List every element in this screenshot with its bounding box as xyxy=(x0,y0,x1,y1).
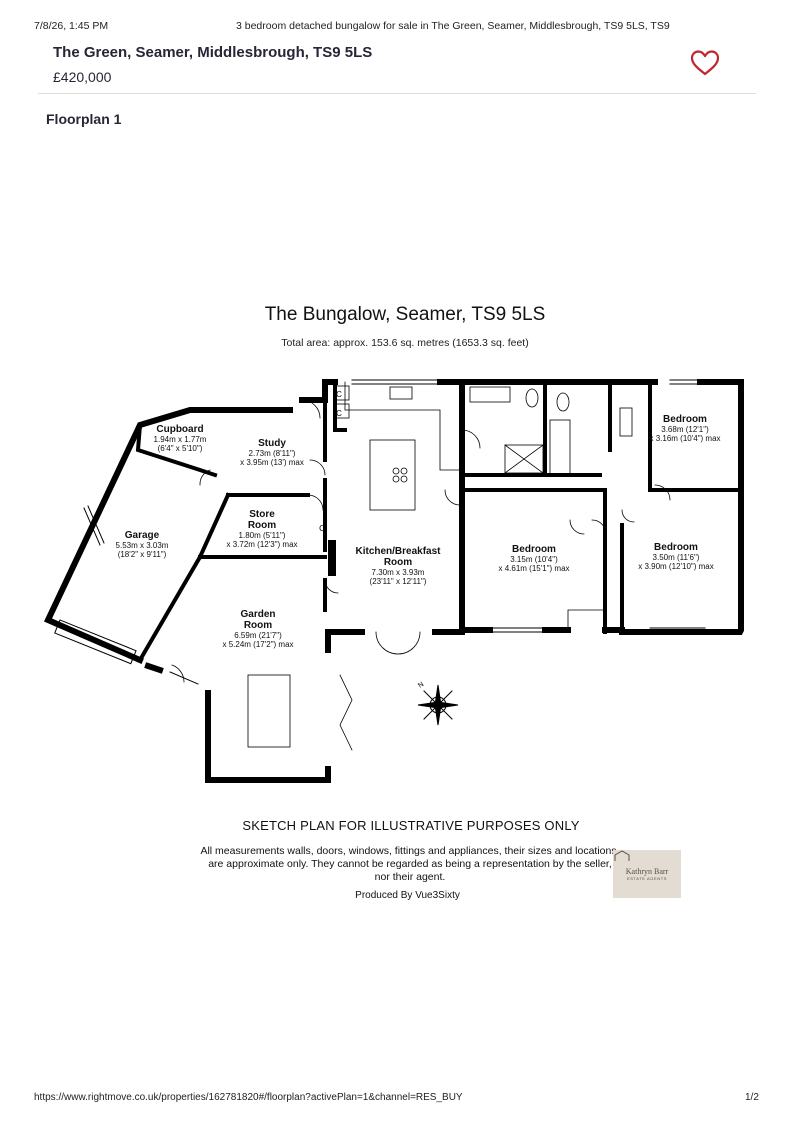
room-store: Store Room 1.80m (5'11") x 3.72m (12'3")… xyxy=(226,509,298,549)
room-cupboard: Cupboard 1.94m x 1.77m (6'4" x 5'10") xyxy=(153,424,207,453)
compass-letter: N xyxy=(417,681,425,690)
footer-page-number: 1/2 xyxy=(745,1092,759,1103)
sketch-note: SKETCH PLAN FOR ILLUSTRATIVE PURPOSES ON… xyxy=(242,818,580,833)
room-study: Study 2.73m (8'11") x 3.95m (13') max xyxy=(240,438,304,467)
floorplan-image: The Bungalow, Seamer, TS9 5LS Total area… xyxy=(0,280,793,920)
print-date: 7/8/26, 1:45 PM xyxy=(34,20,109,32)
footer-url: https://www.rightmove.co.uk/properties/1… xyxy=(34,1092,463,1103)
room-bedroom-1: Bedroom 3.68m (12'1") x 3.16m (10'4") ma… xyxy=(649,414,721,443)
heart-outline-icon[interactable] xyxy=(690,50,720,76)
room-bedroom-2: Bedroom 3.15m (10'4") x 4.61m (15'1") ma… xyxy=(498,544,570,573)
cupboard-mark-2: C xyxy=(336,390,342,399)
agent-logo: Kathryn Barr ESTATE AGENTS xyxy=(613,850,681,898)
room-garage: Garage 5.53m x 3.03m (18'2" x 9'11") xyxy=(115,530,169,559)
cupboard-mark: C xyxy=(319,524,325,533)
header-divider xyxy=(38,93,756,94)
property-address[interactable]: The Green, Seamer, Middlesbrough, TS9 5L… xyxy=(53,44,373,61)
property-price: £420,000 xyxy=(53,69,112,85)
print-header: 7/8/26, 1:45 PM 3 bedroom detached bunga… xyxy=(0,0,793,32)
room-garden: Garden Room 6.59m (21'7") x 5.24m (17'2"… xyxy=(222,609,294,649)
room-bedroom-3: Bedroom 3.50m (11'6") x 3.90m (12'10") m… xyxy=(638,542,714,571)
produced-by: Produced By Vue3Sixty xyxy=(355,890,460,901)
plan-total-area: Total area: approx. 153.6 sq. metres (16… xyxy=(281,337,529,349)
compass-icon xyxy=(417,684,459,726)
plan-title: The Bungalow, Seamer, TS9 5LS xyxy=(264,304,546,325)
cupboard-mark-3: C xyxy=(336,409,342,418)
print-title: 3 bedroom detached bungalow for sale in … xyxy=(236,20,670,32)
floorplan-heading: Floorplan 1 xyxy=(46,111,122,127)
room-kitchen: Kitchen/Breakfast Room 7.30m x 3.93m (23… xyxy=(355,546,441,586)
floorplan-drawing: N C C C xyxy=(43,379,744,783)
disclaimer: All measurements walls, doors, windows, … xyxy=(200,845,620,883)
house-icon xyxy=(614,850,630,861)
